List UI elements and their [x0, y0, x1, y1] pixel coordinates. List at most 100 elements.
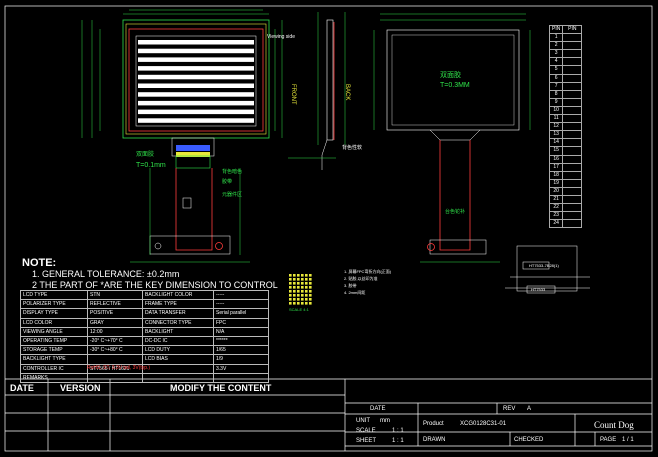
pin-signal [562, 211, 583, 221]
spec-cell: 1/65 [213, 345, 269, 356]
pin-row: 8 [548, 89, 583, 99]
pad [309, 278, 312, 281]
circuit-ic-label: HT7533-7B28(1) [529, 263, 559, 268]
company-name: Count Dog [594, 420, 634, 430]
spec-cell: LCD COLOR [20, 317, 88, 328]
pad [293, 298, 296, 301]
tape-left-thickness: T=0.1mm [136, 162, 166, 169]
pad [297, 274, 300, 277]
drawing-border [4, 5, 653, 452]
pin-row: 4 [548, 57, 583, 67]
front-label: FRONT [290, 84, 296, 105]
segment-line [138, 57, 254, 62]
segment-line [138, 109, 254, 115]
spec-cell: ----- [213, 289, 269, 301]
pin-signal [562, 33, 583, 43]
pad [289, 278, 292, 281]
pad [305, 282, 308, 285]
pin-signal [562, 41, 583, 51]
spec-cell: BACKLIGHT TYPE [20, 354, 88, 365]
pin-number: 1 [548, 33, 564, 43]
pad [305, 298, 308, 301]
spec-cell: DISPLAY TYPE [20, 308, 88, 319]
tape-left-label: 双面胶 [136, 152, 155, 158]
spec-cell: 1/9 [213, 354, 269, 365]
tb-page-label: PAGE [600, 437, 617, 443]
pad [297, 294, 300, 297]
tb-drawn-label: DRAWN [423, 437, 446, 443]
pin-row: 11 [548, 114, 583, 124]
pin-signal [562, 178, 583, 188]
pin-signal [562, 73, 583, 83]
segment-line [138, 83, 254, 88]
pin-number: 9 [548, 97, 564, 107]
spec-cell: STORAGE TEMP [20, 345, 88, 356]
pin-row: 14 [548, 138, 583, 148]
pin-row: 17 [548, 162, 583, 172]
pin-number: 3 [548, 49, 564, 59]
spec-cell: DATA TRANSFER [142, 308, 214, 319]
pin-number: 6 [548, 73, 564, 83]
segment-line [138, 48, 254, 54]
pad [301, 286, 304, 289]
spec-cell [213, 372, 269, 384]
pad [297, 302, 300, 305]
segment-line [138, 74, 254, 80]
pad [309, 282, 312, 285]
spec-cell: 12:00 [87, 326, 143, 338]
segment-line [138, 40, 254, 45]
pad [293, 302, 296, 305]
pad [301, 294, 304, 297]
circuit-note: 4. 2mm间距 [344, 290, 366, 295]
tb-rev-value: A [527, 406, 532, 412]
pin-number: 11 [548, 114, 564, 124]
pin-row: 16 [548, 154, 583, 164]
pin-number: 21 [548, 194, 564, 205]
spec-cell: FRAME TYPE [142, 299, 214, 310]
scale-label: SCALE 4:1 [289, 307, 309, 312]
pin-signal [562, 114, 583, 124]
pin-header: PIN [562, 24, 583, 35]
pin-number: 15 [548, 146, 564, 156]
pin-number: 13 [548, 130, 564, 140]
pin-number: 23 [548, 211, 564, 221]
pin-signal [562, 146, 583, 156]
lcd-rear-view [373, 13, 531, 263]
pad [301, 302, 304, 305]
tb-date-label: DATE [370, 406, 386, 412]
pin-number: 18 [548, 170, 564, 180]
pin-number: 7 [548, 81, 564, 91]
tb-product-label: Product [423, 421, 444, 427]
spec-cell [87, 354, 143, 365]
spec-cell: N/A [213, 326, 269, 338]
spec-cell: GRAY [87, 317, 143, 328]
rev-version-header: VERSION [60, 383, 101, 393]
spec-cell: LCD DUTY [142, 345, 214, 356]
spec-cell: LCD BIAS [142, 354, 214, 365]
pin-row: 18 [548, 170, 583, 180]
pin-row: 7 [548, 81, 583, 91]
pad [289, 286, 292, 289]
pin-signal [562, 105, 583, 116]
pad [309, 290, 312, 293]
spec-cell: CONNECTOR TYPE [142, 317, 214, 328]
pin-number: 5 [548, 65, 564, 75]
pin-number: 17 [548, 162, 564, 172]
pin-signal [562, 186, 583, 196]
spec-cell: POSITIVE [87, 308, 143, 319]
pad [301, 274, 304, 277]
fpc-label-2: 胶带 [222, 179, 233, 185]
pin-header: PIN [548, 24, 564, 35]
pin-signal [562, 138, 583, 148]
pin-signal [562, 194, 583, 205]
pin-signal [562, 219, 583, 229]
segment-line [138, 66, 254, 71]
pin-row: 15 [548, 146, 583, 156]
spec-cell: ****** [213, 336, 269, 347]
pin-row: 9 [548, 97, 583, 107]
tb-scale-value: 1 : 1 [392, 428, 404, 434]
